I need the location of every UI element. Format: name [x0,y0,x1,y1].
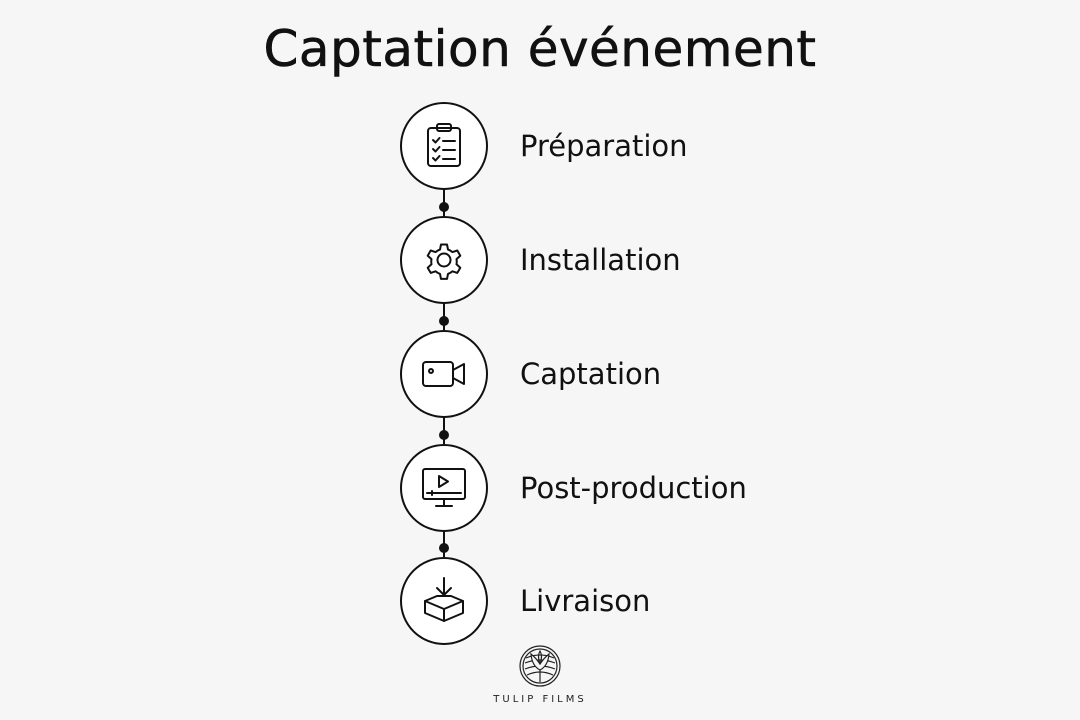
timeline-dot [439,202,449,212]
tulip-logo-icon [519,645,561,687]
step-captation: Captation [0,330,1080,420]
timeline-dot [439,543,449,553]
monitor-play-icon [422,468,466,507]
brand-name: TULIP FILMS [493,694,587,705]
timeline-dot [439,316,449,326]
clipboard-checklist-icon [427,123,461,167]
page-title: Captation événement [263,20,817,79]
step-icon-circle [400,216,488,304]
step-icon-circle [400,102,488,190]
gear-icon [426,243,462,280]
video-camera-icon [422,361,465,387]
step-icon-circle [400,557,488,645]
step-label: Préparation [520,129,688,163]
step-label: Livraison [520,584,651,618]
step-label: Captation [520,357,662,391]
step-label: Post-production [520,471,747,505]
step-label: Installation [520,243,681,277]
box-download-icon [424,577,464,622]
step-icon-circle [400,444,488,532]
step-installation: Installation [0,216,1080,306]
timeline-dot [439,430,449,440]
brand-footer: TULIP FILMS [0,644,1080,705]
step-icon-circle [400,330,488,418]
step-preparation: Préparation [0,102,1080,192]
step-livraison: Livraison [0,557,1080,647]
step-post-production: Post-production [0,444,1080,534]
